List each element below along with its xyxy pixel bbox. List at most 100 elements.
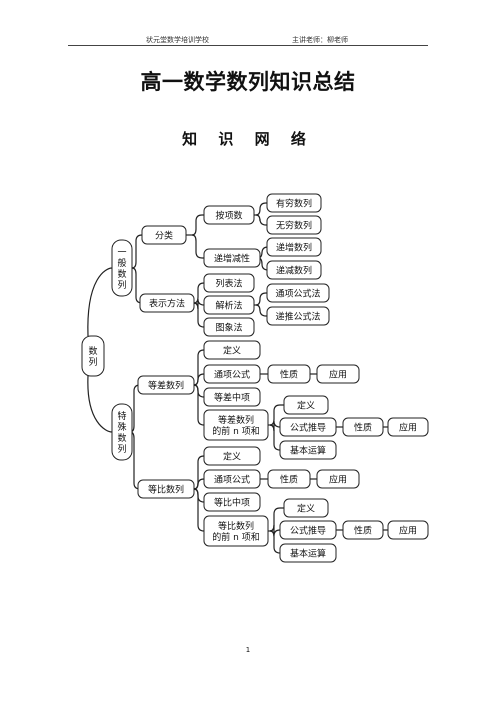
connector-line <box>191 214 204 236</box>
connector-line <box>269 424 281 451</box>
node-label: 按项数 <box>215 210 242 222</box>
node-label: 等比数列 <box>148 484 184 496</box>
connector-line <box>193 349 205 386</box>
node-a-term: 通项公式 <box>203 364 261 384</box>
node-g-prop2: 性质 <box>342 520 384 540</box>
connector-line <box>269 420 281 432</box>
node-g-app2: 应用 <box>387 520 429 540</box>
node-label: 通项公式法 <box>275 288 320 300</box>
node-label: 应用 <box>399 525 417 537</box>
node-g-mean: 等比中项 <box>203 492 261 512</box>
node-g-prop: 性质 <box>267 469 311 489</box>
node-label: 等比数列 <box>218 520 254 532</box>
node-label: 无穷数列 <box>276 220 312 232</box>
node-label: 基本运算 <box>290 548 326 560</box>
node-label: 公式推导 <box>290 422 326 434</box>
connector-line <box>193 302 205 328</box>
node-label: 数 <box>88 345 97 357</box>
connector-line <box>193 488 205 532</box>
node-label: 等比中项 <box>214 497 250 509</box>
node-classify: 分类 <box>141 225 187 245</box>
node-label: 递推公式法 <box>275 311 320 323</box>
node-label: 数 <box>117 268 126 280</box>
node-label: 性质 <box>280 369 298 381</box>
node-representation: 表示方法 <box>139 293 195 313</box>
node-label: 定义 <box>297 400 315 412</box>
node-recursive-method: 递推公式法 <box>266 306 330 326</box>
node-label: 一 <box>117 248 126 258</box>
node-increasing: 递增数列 <box>266 237 322 257</box>
node-label: 数 <box>117 432 126 444</box>
page-title: 高一数学数列知识总结 <box>140 70 356 94</box>
node-label: 列 <box>117 279 126 291</box>
node-label: 的前 n 项和 <box>212 531 259 543</box>
section-subtitle: 知 识 网 络 <box>182 130 314 148</box>
node-label: 表示方法 <box>149 298 185 310</box>
node-label: 殊 <box>117 421 126 433</box>
node-g-term: 通项公式 <box>203 469 261 489</box>
node-label: 定义 <box>223 345 241 357</box>
connector-line <box>255 214 267 226</box>
node-a-basic: 基本运算 <box>279 440 337 460</box>
node-general-formula-method: 通项公式法 <box>266 283 330 303</box>
node-a-mean: 等差中项 <box>203 387 261 407</box>
connector-line <box>193 384 205 398</box>
node-a-app2: 应用 <box>387 417 429 437</box>
node-label: 般 <box>117 257 126 269</box>
node-label: 等差数列 <box>218 414 254 426</box>
connector-line <box>255 292 267 306</box>
connector-line <box>87 267 113 337</box>
connector-line <box>193 455 205 490</box>
node-infinite: 无穷数列 <box>266 215 322 235</box>
node-label: 应用 <box>399 422 417 434</box>
node-a-prop2: 性质 <box>342 417 384 437</box>
node-label: 性质 <box>354 525 372 537</box>
node-label: 性质 <box>280 474 298 486</box>
node-label: 列 <box>117 443 126 455</box>
connector-line <box>193 478 205 490</box>
node-a-def2: 定义 <box>283 395 329 415</box>
node-analytic-method: 解析法 <box>203 295 255 315</box>
node-by-count: 按项数 <box>203 205 255 225</box>
header-divider <box>68 45 428 46</box>
node-a-def: 定义 <box>203 340 261 360</box>
node-by-monotone: 递增减性 <box>203 248 261 268</box>
node-graph-method: 图象法 <box>203 317 255 337</box>
node-label: 递增数列 <box>276 242 312 254</box>
node-a-app: 应用 <box>316 364 360 384</box>
node-g-derive: 公式推导 <box>279 520 337 540</box>
connector-line <box>269 404 284 426</box>
connector-line <box>255 304 267 317</box>
node-g-app: 应用 <box>316 469 360 489</box>
node-a-prop: 性质 <box>267 364 311 384</box>
header-teacher: 主讲老师：柳老师 <box>292 36 348 44</box>
node-label: 分类 <box>155 230 173 242</box>
node-label: 列表法 <box>215 278 242 290</box>
node-label: 公式推导 <box>290 525 326 537</box>
node-label: 定义 <box>297 503 315 515</box>
node-decreasing: 递减数列 <box>266 260 322 280</box>
connector-line <box>193 488 205 503</box>
connector-line <box>131 234 143 269</box>
node-label: 性质 <box>354 422 372 434</box>
node-a-derive: 公式推导 <box>279 417 337 437</box>
node-list-method: 列表法 <box>203 273 255 293</box>
node-label: 有穷数列 <box>276 198 312 210</box>
node-label: 列 <box>88 356 97 368</box>
node-finite: 有穷数列 <box>266 193 322 213</box>
connector-line <box>87 375 113 433</box>
node-g-def: 定义 <box>203 446 261 466</box>
node-label: 等差数列 <box>148 380 184 392</box>
connector-line <box>193 282 205 304</box>
header-school: 状元堂数学培训学校 <box>146 36 209 44</box>
node-label: 解析法 <box>215 300 242 312</box>
node-g-basic: 基本运算 <box>279 543 337 563</box>
page-number: 1 <box>245 646 251 654</box>
node-label: 通项公式 <box>214 474 250 486</box>
node-label: 图象法 <box>215 322 242 334</box>
